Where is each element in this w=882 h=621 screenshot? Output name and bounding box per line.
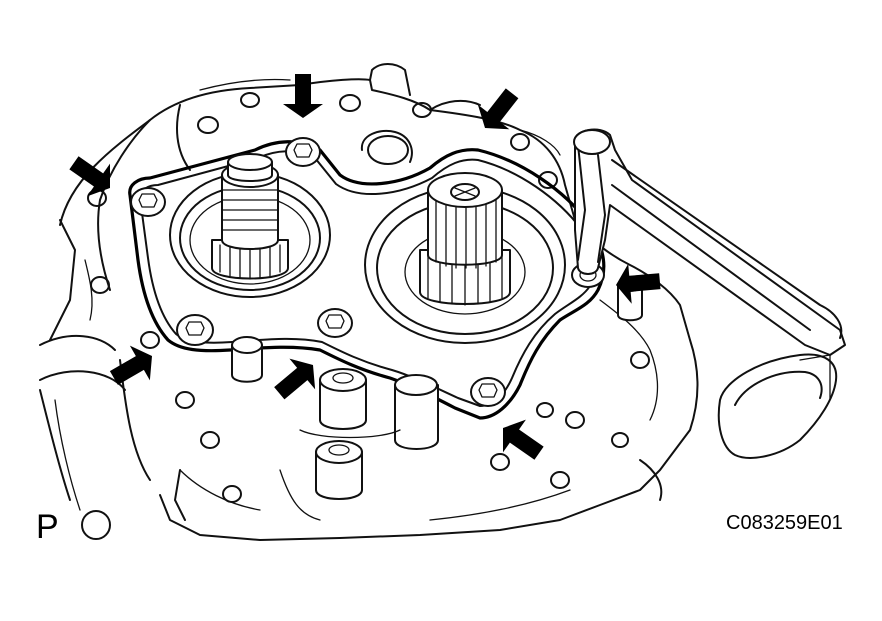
- bolt: [176, 314, 214, 346]
- bolt: [130, 187, 166, 217]
- right-shaft: [419, 172, 511, 306]
- callout-arrow: [274, 358, 316, 400]
- callout-arrow: [69, 156, 111, 197]
- callout-arrow: [477, 88, 519, 130]
- callout-arrows: [69, 74, 661, 460]
- left-shaft: [211, 153, 289, 280]
- lower-pins: [231, 278, 643, 521]
- callout-arrow: [616, 263, 661, 304]
- left-housing: [39, 219, 151, 540]
- figure-code: C083259E01: [726, 512, 843, 534]
- case-flange-holes: [87, 92, 650, 503]
- socket-wrench: [573, 128, 846, 459]
- transmission-case: [59, 63, 699, 541]
- callout-arrow: [109, 345, 152, 385]
- bolt: [285, 137, 321, 167]
- callout-arrow: [283, 74, 323, 118]
- bolt: [470, 377, 506, 407]
- bolt: [317, 308, 353, 338]
- top-boss: [360, 130, 413, 165]
- cover-bolts: [130, 137, 605, 407]
- callout-arrow: [502, 419, 544, 460]
- corner-mark: P: [36, 508, 59, 546]
